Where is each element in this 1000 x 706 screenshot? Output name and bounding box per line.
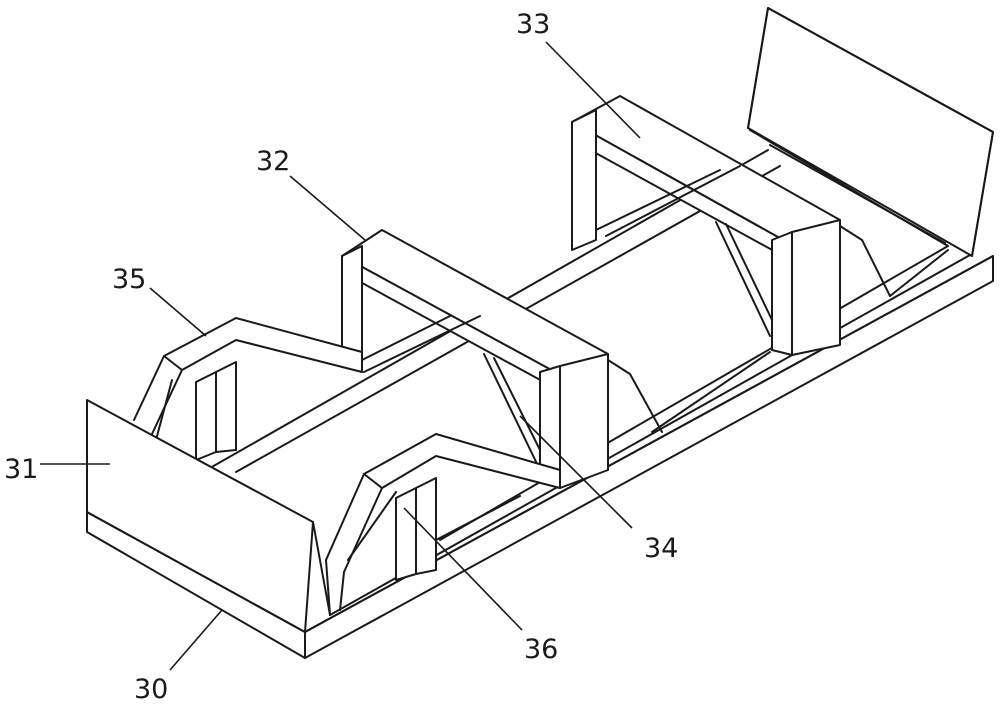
label-crossbeam-back: 33 xyxy=(516,9,550,40)
crossbeam-front xyxy=(341,229,663,489)
label-base: 30 xyxy=(134,674,168,705)
slanted-frame-front xyxy=(325,433,561,616)
label-crossbeam-front: 32 xyxy=(256,146,290,177)
label-support-post: 36 xyxy=(524,634,558,665)
label-slanted-frame: 35 xyxy=(112,264,146,295)
back-end-plate xyxy=(747,7,994,257)
leader-lines xyxy=(40,41,641,671)
crossbeam-back xyxy=(571,95,891,356)
label-end-plate: 31 xyxy=(4,454,38,485)
front-end-plate xyxy=(86,399,331,633)
slanted-frame-rear xyxy=(133,317,363,461)
label-diagonal-brace: 34 xyxy=(644,533,678,564)
